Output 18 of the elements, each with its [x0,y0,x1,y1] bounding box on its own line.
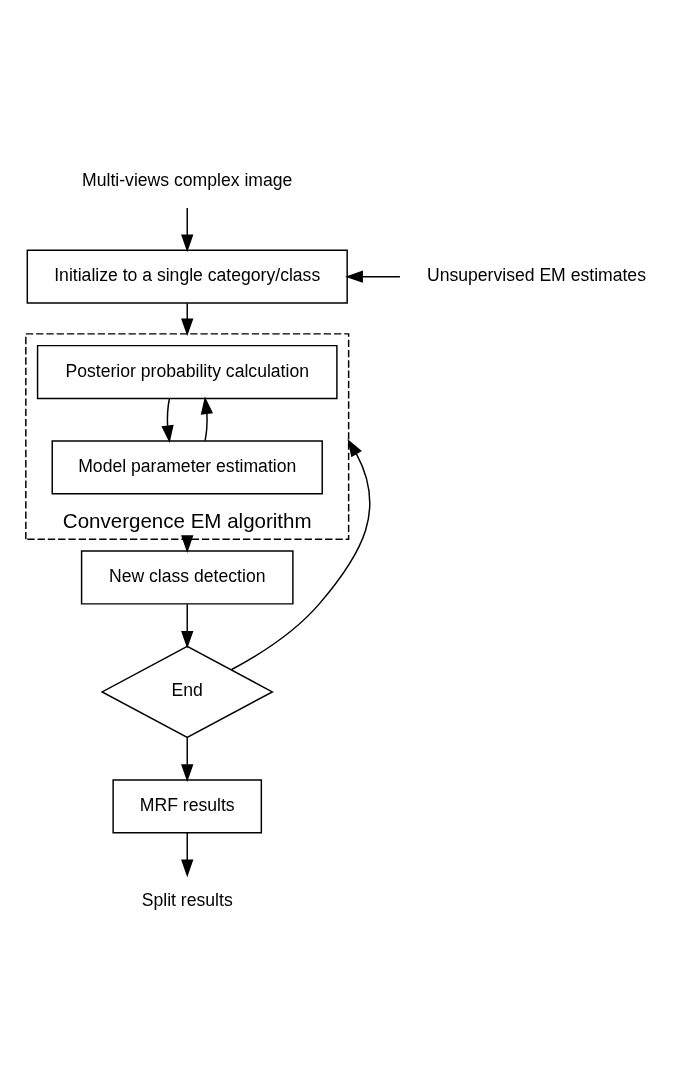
arrow [161,398,174,443]
arrow [181,207,194,253]
node-text: Split results [141,890,233,911]
node-box: Initialize to a single category/class [26,249,348,304]
arrow [200,396,214,442]
arrow [181,832,194,878]
node-box: MRF results [112,779,263,834]
node-text: Unsupervised EM estimates [426,265,646,286]
node-box: Posterior probability calculation [36,344,338,400]
arrow [345,270,401,283]
arrow [230,439,371,671]
node-box: Model parameter estimation [51,440,323,495]
arrow [181,302,194,337]
arrow [181,736,194,782]
node-text: Multi-views complex image [82,169,293,190]
node-box: New class detection [80,550,294,605]
arrow [181,603,194,649]
node-diamond: End [100,645,274,739]
